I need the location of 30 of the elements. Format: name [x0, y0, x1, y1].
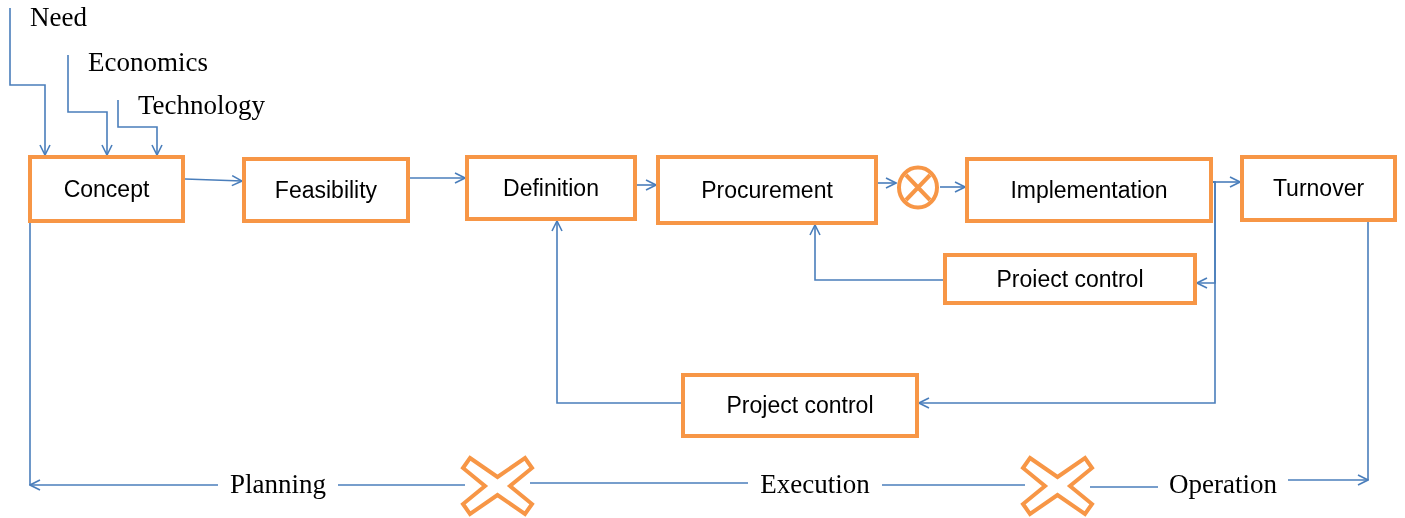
process-box: Definition: [465, 155, 637, 221]
process-box: Turnover: [1240, 155, 1397, 222]
connector-arrow: [117, 99, 163, 156]
connector-arrow: [67, 54, 113, 156]
cross-mark: [460, 455, 535, 517]
process-box: Feasibility: [242, 157, 410, 223]
connector-arrow: [636, 179, 657, 191]
connector-arrow: [184, 174, 243, 187]
process-box: Concept: [28, 155, 185, 223]
text-label: Operation: [1158, 467, 1288, 501]
process-box: Implementation: [965, 157, 1213, 223]
text-label: Economics: [66, 44, 216, 80]
process-box: Procurement: [656, 155, 878, 225]
text-label: Planning: [218, 467, 338, 501]
process-box: Proiect control: [943, 253, 1197, 305]
cross-mark: [1020, 455, 1095, 517]
crossed-circle: [896, 165, 940, 210]
connector-arrow: [409, 172, 466, 184]
connector-arrow: [1287, 474, 1369, 486]
connector-arrow: [939, 181, 966, 193]
connector-arrow: [809, 224, 944, 281]
connector-arrow: [918, 181, 1216, 409]
text-label: Execution: [748, 467, 882, 501]
connector-arrow: [29, 479, 219, 491]
connector-arrow: [9, 7, 51, 156]
process-box: Project control: [681, 373, 919, 438]
connector-arrow: [551, 220, 682, 404]
connector-arrow: [877, 177, 897, 189]
text-label: Technology: [116, 87, 281, 123]
text-label: Need: [8, 0, 98, 34]
